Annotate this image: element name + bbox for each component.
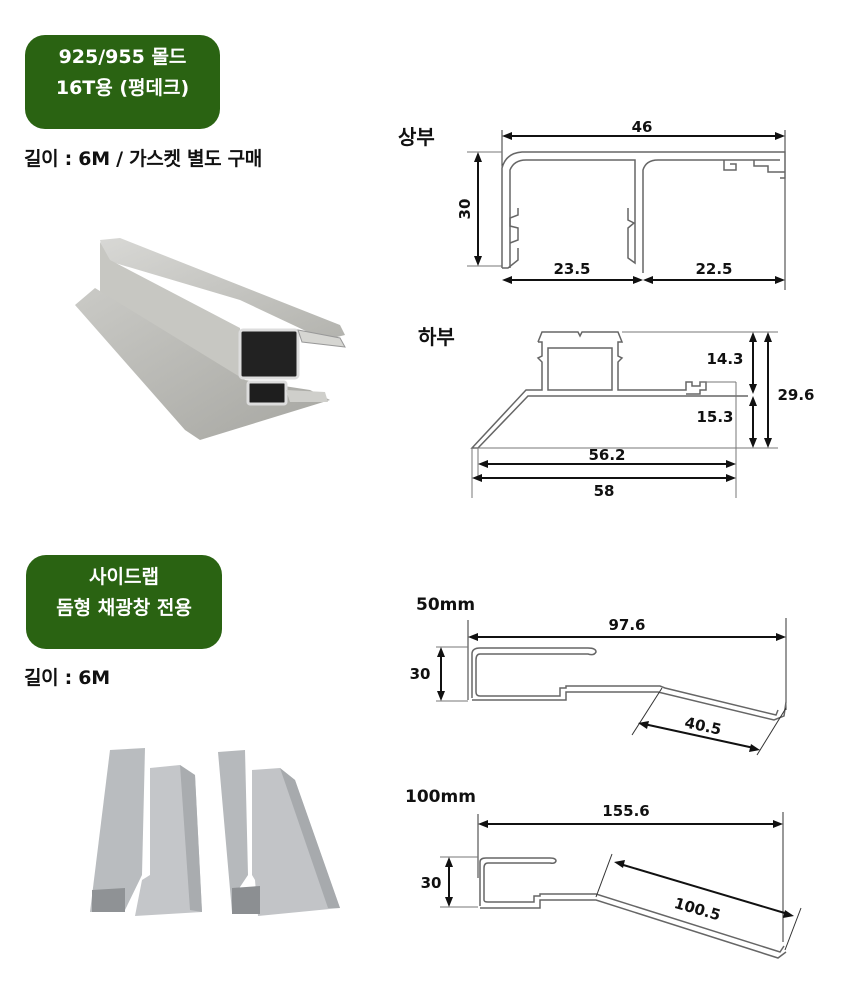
dim-30-upper: 30 [456,199,474,220]
product-photo-mold [70,230,355,445]
badge-line-2: 16T용 (평데크) [55,77,190,99]
dim-46: 46 [632,118,653,136]
dim-155-6: 155.6 [602,802,649,820]
badge-line-2: 돔형 채광창 전용 [56,597,192,619]
dim-29-6: 29.6 [777,386,814,404]
diagram-upper-profile: 상부 46 30 23.5 22.5 [390,108,810,298]
diagram-side-wrap-100mm: 100mm 155.6 30 100.5 [400,782,820,962]
length-info: 길이 : 6M [24,667,110,689]
badge-line-1: 사이드랩 [89,566,159,588]
dim-58: 58 [594,482,615,500]
diagram-title-lower: 하부 [418,325,455,349]
product-photo-side-wrap [80,740,350,925]
diagram-side-wrap-50mm: 50mm 97.6 30 40.5 [400,590,800,760]
dim-30-100mm: 30 [421,874,442,892]
side-wrap-profiles-image [90,748,340,916]
dim-40-5: 40.5 [683,713,723,738]
dim-22-5: 22.5 [695,260,732,278]
dim-15-3: 15.3 [696,408,733,426]
badge-line-1: 925/955 몰드 [58,46,187,68]
dim-97-6: 97.6 [608,616,645,634]
product-badge-925-955-mold: 925/955 몰드 16T용 (평데크) [25,35,220,129]
dim-30-50mm: 30 [410,665,431,683]
dim-23-5: 23.5 [553,260,590,278]
aluminum-profile-image [75,238,346,440]
diagram-title-upper: 상부 [398,125,435,149]
product-badge-side-wrap: 사이드랩 돔형 채광창 전용 [26,555,222,649]
dim-56-2: 56.2 [588,446,625,464]
dim-14-3: 14.3 [706,350,743,368]
diagram-title-50mm: 50mm [416,595,475,615]
diagram-lower-profile: 하부 14.3 15.3 29.6 56.2 58 [400,318,830,508]
diagram-title-100mm: 100mm [405,787,476,807]
length-info: 길이 : 6M / 가스켓 별도 구매 [24,148,262,170]
